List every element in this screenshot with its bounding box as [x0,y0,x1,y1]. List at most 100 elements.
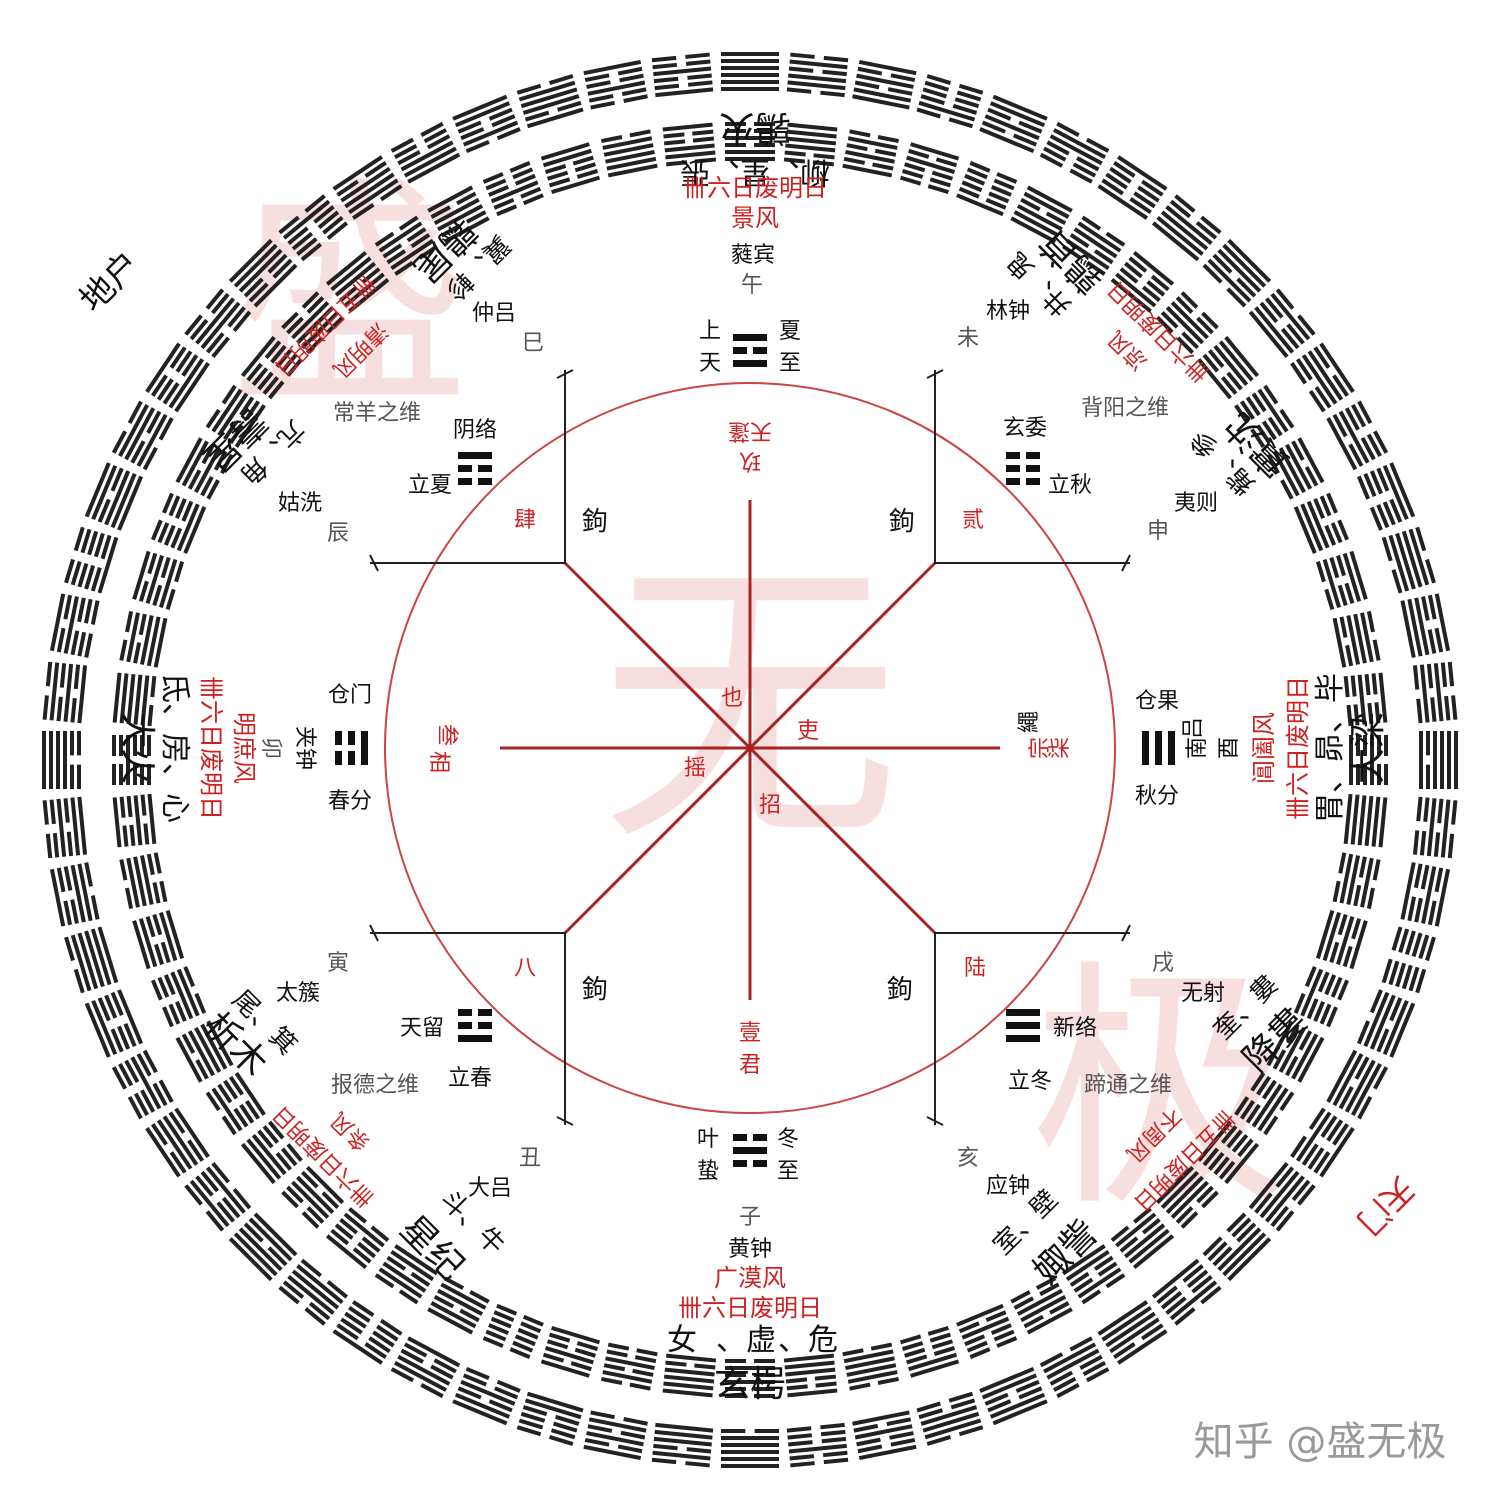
hexagram-line [278,1285,300,1305]
hexagram-line [685,1461,710,1468]
hexagram-line [49,799,56,825]
hexagram-line [588,1417,647,1433]
top-title: 鶉火 [719,107,791,148]
hexagram-line [1378,672,1388,723]
trigram-line [733,347,747,354]
hexagram-symbol [390,121,461,184]
hexagram-line [1202,263,1223,284]
hexagram-line [267,1246,288,1267]
hexagram-line [257,371,274,391]
hexagram-line [281,1147,298,1167]
hexagram-line [1343,676,1350,698]
hexagram-line [205,332,225,354]
hexagram-line [910,1359,960,1378]
hexagram-line [1160,310,1179,329]
hexagram-line [287,226,309,246]
hexagram-line [1257,388,1289,433]
hexagram-line [195,1175,214,1197]
hexagram-line [520,87,578,109]
hexagram-line [119,764,123,785]
hexagram-line [1337,584,1348,606]
hexagram-line [1018,120,1043,134]
hexagram-line [1224,1142,1260,1185]
hexagram-line [1324,974,1337,996]
hexagram-line [1267,416,1283,437]
hexagram-line [662,122,713,132]
hexagram-symbol [112,793,157,848]
top-right-palace: 玄委 [1003,416,1047,441]
hexagram-line [433,197,480,225]
hexagram-line [904,162,926,173]
hexagram-line [488,1399,513,1413]
hexagram-line [549,1332,571,1343]
hexagram-line [1160,210,1209,251]
hexagram-line [694,1363,716,1370]
hexagram-line [170,971,194,1020]
hexagram-line [1291,1033,1319,1080]
hexagram-line [926,74,952,85]
hexagram-line [1291,440,1305,461]
hexagram-line [162,1115,199,1166]
hexagram-line [1404,930,1416,955]
hexagram-symbol [956,160,1018,217]
hexagram-line [1165,205,1213,246]
hexagram-line [400,1348,424,1364]
hexagram-line [304,1307,326,1326]
hexagram-line [264,340,282,360]
hexagram-line [364,1342,387,1359]
trigram-line [348,731,355,745]
trigram-line [335,731,342,745]
hexagram-line [1085,137,1110,153]
hexagram-line [623,1417,648,1426]
hexagram-line [1391,569,1403,594]
hexagram-line [918,1408,943,1420]
hexagram-line [1356,1020,1370,1045]
trigram-line [1142,731,1149,765]
hexagram-line [783,157,806,164]
hexagram-line [1234,1096,1250,1116]
hexagram-line [1395,962,1407,988]
hexagram-symbol [1356,989,1416,1058]
hexagram-line [606,1349,628,1358]
center-bottom-number: 壹 [739,1021,761,1046]
hexagram-line [133,1092,149,1117]
hexagram-line [620,1430,646,1440]
hexagram-line [964,173,986,186]
hexagram-line [721,1443,779,1447]
hexagram-line [485,178,507,191]
hexagram-line [162,1006,174,1028]
hexagram-line [785,1367,836,1377]
hexagram-line [146,616,161,667]
hexagram-line [572,155,594,166]
hexagram-line [168,358,205,409]
hexagram-line [443,216,490,244]
hexagram-line [1388,960,1400,986]
hexagram-line [49,868,66,927]
trigram-line [335,751,342,765]
hexagram-line [200,301,241,350]
hexagram-line [77,796,88,855]
hexagram-line [117,475,144,531]
bottom-right-term: 立冬 [1008,1069,1052,1094]
hexagram-line [403,1342,428,1358]
hexagram-symbol [111,1049,174,1120]
hexagram-line [456,191,477,206]
hexagram-symbol [1248,288,1316,359]
hexagram-line [1257,1087,1289,1132]
hexagram-line [1351,403,1367,428]
hexagram-symbol [899,1325,960,1378]
hexagram-line [576,169,599,179]
hexagram-line [1181,331,1200,350]
hexagram-line [814,1374,837,1381]
hexagram-line [664,1367,715,1377]
hexagram-line [170,527,183,549]
hexagram-line [1012,133,1038,147]
hexagram-line [785,1377,808,1384]
hexagram-line [1251,1083,1283,1128]
hexagram-line [246,362,263,382]
hexagram-line [175,498,187,520]
hexagram-line [551,175,601,195]
hexagram-line [1250,1071,1266,1092]
hexagram-line [232,310,252,333]
hexagram-line [124,407,156,461]
